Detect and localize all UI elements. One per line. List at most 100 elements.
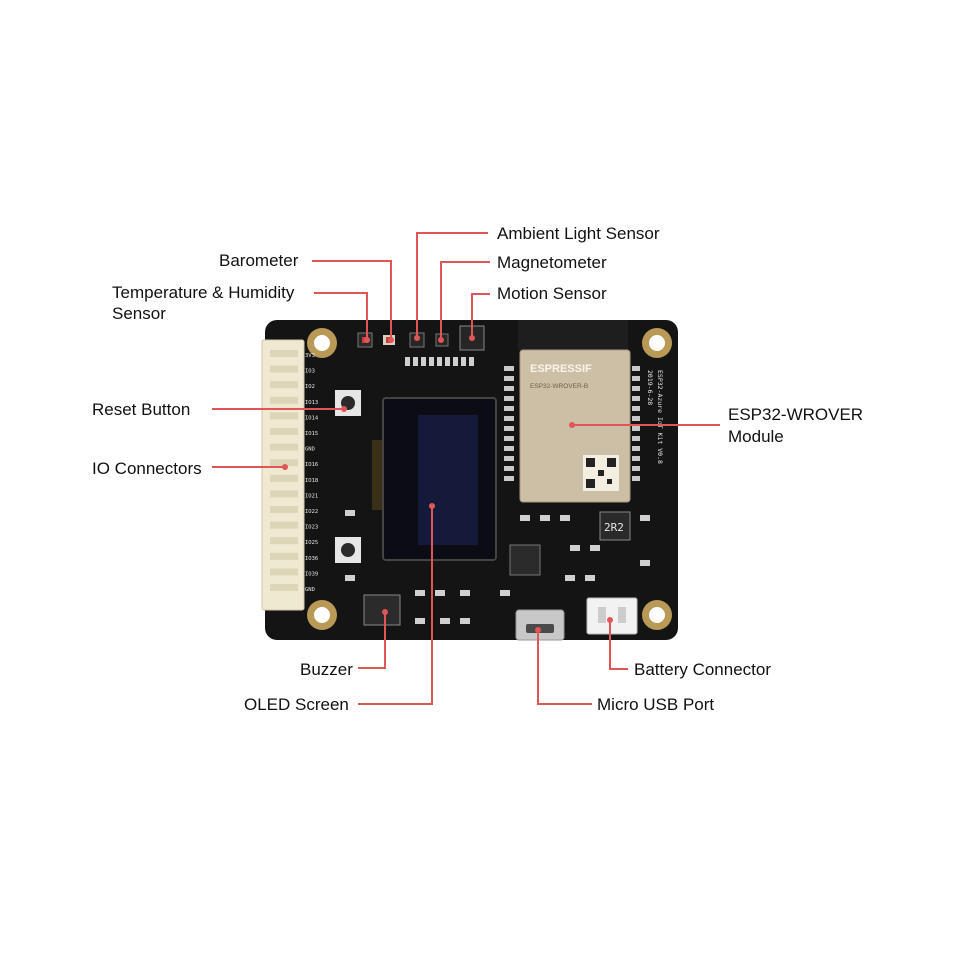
oled-flex-cable xyxy=(372,440,384,510)
smd-part xyxy=(570,545,580,551)
module-pad xyxy=(504,436,514,441)
pin-label: IO3 xyxy=(305,369,315,375)
pin-label: GND xyxy=(305,447,315,453)
pin-label: 3V3 xyxy=(305,353,315,359)
smd-part xyxy=(413,357,418,366)
smd-part xyxy=(460,590,470,596)
smd-part xyxy=(540,515,550,521)
module-pad xyxy=(504,446,514,451)
qr-code-mark xyxy=(583,455,619,491)
module-pad xyxy=(632,476,640,481)
header-slot xyxy=(270,490,298,498)
dot-buzzer xyxy=(382,609,388,615)
pin-label: IO23 xyxy=(305,525,318,531)
label-motion-sensor: Motion Sensor xyxy=(497,284,607,303)
module-pad xyxy=(504,466,514,471)
smd-part xyxy=(560,515,570,521)
pin-label: IO13 xyxy=(305,400,318,406)
header-slot xyxy=(270,365,298,373)
label-oled-screen: OLED Screen xyxy=(244,695,349,714)
leader-ambient-light xyxy=(416,232,488,336)
leader-barometer xyxy=(312,260,392,340)
module-pad xyxy=(632,416,640,421)
smd-part xyxy=(429,357,434,366)
label-buzzer: Buzzer xyxy=(300,660,353,679)
label-battery-connector: Battery Connector xyxy=(634,660,772,679)
module-pad xyxy=(504,366,514,371)
module-pad xyxy=(632,406,640,411)
header-slot xyxy=(270,474,298,482)
module-pad xyxy=(504,426,514,431)
dot-temp-humidity xyxy=(364,337,370,343)
label-temp-humidity-line1: Temperature & Humidity xyxy=(112,283,295,302)
mounting-hole-bottom-left xyxy=(307,600,337,630)
module-pad xyxy=(504,386,514,391)
pin-labels: 3V3IO3IO2IO13IO14IO15GNDIO16IO18IO21IO22… xyxy=(305,353,319,593)
pin-label: IO21 xyxy=(305,493,318,499)
smd-part xyxy=(500,590,510,596)
pin-label: IO16 xyxy=(305,462,318,468)
label-io-connectors: IO Connectors xyxy=(92,459,202,478)
module-pad xyxy=(504,376,514,381)
pin-label: IO14 xyxy=(305,415,319,421)
smd-part xyxy=(640,560,650,566)
ic-chip-qfn xyxy=(509,544,541,576)
module-pad xyxy=(504,416,514,421)
smd-part xyxy=(460,618,470,624)
label-micro-usb-port: Micro USB Port xyxy=(597,695,715,714)
smd-part xyxy=(415,590,425,596)
header-slot xyxy=(270,412,298,420)
header-slot xyxy=(270,584,298,591)
module-pad xyxy=(504,456,514,461)
io-header xyxy=(261,339,305,611)
smd-part xyxy=(520,515,530,521)
smd-part xyxy=(421,357,426,366)
mounting-hole-top-left xyxy=(307,328,337,358)
module-pad xyxy=(632,436,640,441)
dot-ambient-light xyxy=(414,335,420,341)
power-inductor xyxy=(599,511,631,541)
misc-smd-components xyxy=(345,510,650,624)
smd-part xyxy=(461,357,466,366)
antenna-area xyxy=(518,320,628,350)
micro-usb-part xyxy=(515,609,565,641)
module-pad xyxy=(504,406,514,411)
dot-magnetometer xyxy=(438,337,444,343)
module-brand-text: ESPRESSIF xyxy=(530,363,592,375)
module-pad xyxy=(504,396,514,401)
smd-part xyxy=(440,618,450,624)
label-ambient-light-sensor: Ambient Light Sensor xyxy=(497,224,660,243)
header-slot xyxy=(270,428,298,435)
smd-part xyxy=(445,357,450,366)
module-pads xyxy=(504,366,640,481)
smd-part xyxy=(640,515,650,521)
header-slot xyxy=(270,381,298,389)
leader-temp-humidity xyxy=(314,292,368,340)
smd-part xyxy=(453,357,458,366)
inductor-marking: 2R2 xyxy=(604,521,624,534)
module-pad xyxy=(632,386,640,391)
pin-label: IO39 xyxy=(305,571,318,577)
module-model-text: ESP32-WROVER-B xyxy=(530,383,588,390)
module-pad xyxy=(632,466,640,471)
module-pad xyxy=(632,456,640,461)
module-pad xyxy=(632,426,640,431)
pin-label: IO36 xyxy=(305,556,318,562)
user-button-part xyxy=(335,537,361,563)
label-reset-button: Reset Button xyxy=(92,400,191,419)
module-pad xyxy=(632,376,640,381)
label-esp32-line2: Module xyxy=(728,427,784,446)
smd-part xyxy=(590,545,600,551)
pin-label: IO22 xyxy=(305,509,318,515)
leader-micro-usb xyxy=(537,630,592,705)
kit-date-text: 2019-6-28 xyxy=(646,370,654,405)
pin-label: IO2 xyxy=(305,384,315,390)
reset-button-part xyxy=(335,390,361,416)
pin-label: IO25 xyxy=(305,540,318,546)
kit-name-text: ESP32-Azure IoT Kit V0.8 xyxy=(656,370,664,464)
header-slot xyxy=(270,350,298,357)
mounting-hole-bottom-right xyxy=(642,600,672,630)
leader-magnetometer xyxy=(440,261,490,340)
label-temp-humidity-line2: Sensor xyxy=(112,304,166,323)
label-esp32-line1: ESP32-WROVER xyxy=(728,405,864,424)
